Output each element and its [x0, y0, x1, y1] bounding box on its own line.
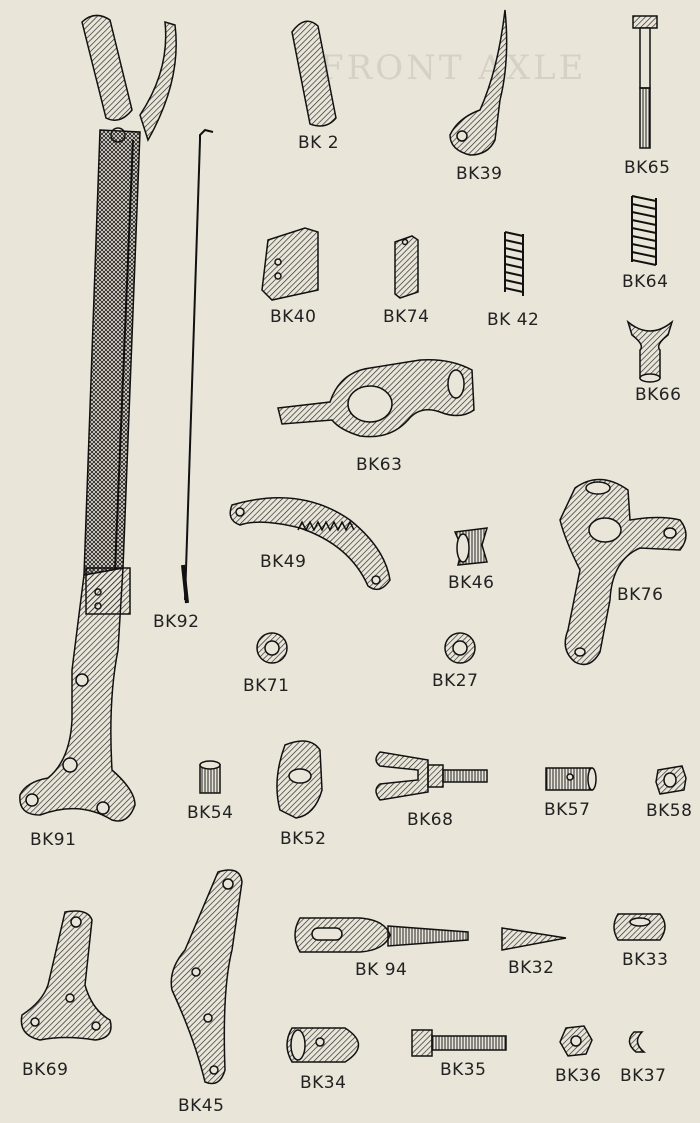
label-bk69: BK69 [22, 1060, 69, 1080]
part-bk33 [613, 913, 666, 941]
label-bk2: BK 2 [298, 133, 340, 153]
label-bk57: BK57 [544, 800, 591, 820]
label-bk68: BK68 [407, 810, 454, 830]
label-bk37: BK37 [620, 1066, 667, 1086]
label-bk27: BK27 [432, 671, 479, 691]
label-bk32: BK32 [508, 958, 555, 978]
part-bk32 [501, 927, 567, 951]
label-bk42: BK 42 [487, 310, 540, 330]
label-bk92: BK92 [153, 612, 200, 632]
label-bk49: BK49 [260, 552, 307, 572]
part-bk27 [444, 632, 476, 664]
part-bk94 [294, 917, 469, 953]
part-bk37 [628, 1031, 647, 1053]
label-bk33: BK33 [622, 950, 669, 970]
part-bk66 [626, 319, 674, 383]
part-bk58 [655, 765, 687, 795]
part-bk69 [20, 910, 112, 1041]
part-bk42-spring [504, 231, 524, 296]
part-bk2-grip [291, 20, 337, 127]
part-bk57 [545, 767, 597, 791]
show-through-text: FRONT AXLE [320, 48, 587, 88]
part-bk63 [277, 358, 475, 438]
part-bk35 [411, 1029, 507, 1057]
label-bk66: BK66 [635, 385, 682, 405]
label-bk63: BK63 [356, 455, 403, 475]
part-bk65-bolt [632, 15, 658, 149]
label-bk65: BK65 [624, 158, 671, 178]
label-bk71: BK71 [243, 676, 290, 696]
label-bk34: BK34 [300, 1073, 347, 1093]
part-bk91-lever [19, 14, 177, 822]
label-bk74: BK74 [383, 307, 430, 327]
part-bk68 [375, 751, 488, 801]
part-bk36 [559, 1025, 593, 1057]
part-bk46 [453, 527, 489, 566]
part-bk49 [229, 497, 391, 591]
label-bk58: BK58 [646, 801, 693, 821]
part-bk39 [449, 9, 508, 156]
part-bk52 [276, 740, 323, 819]
part-bk54 [199, 760, 221, 794]
part-bk34 [286, 1027, 360, 1063]
label-bk39: BK39 [456, 164, 503, 184]
label-bk46: BK46 [448, 573, 495, 593]
part-bk92-rod [181, 128, 214, 604]
label-bk40: BK40 [270, 307, 317, 327]
label-bk35: BK35 [440, 1060, 487, 1080]
part-bk76 [559, 478, 687, 666]
label-bk76: BK76 [617, 585, 664, 605]
label-bk52: BK52 [280, 829, 327, 849]
part-bk74 [394, 235, 419, 299]
part-bk64-spring [631, 195, 657, 266]
label-bk36: BK36 [555, 1066, 602, 1086]
label-bk64: BK64 [622, 272, 669, 292]
part-bk71 [256, 632, 288, 664]
label-bk94: BK 94 [355, 960, 408, 980]
part-bk40 [261, 227, 319, 301]
part-bk45 [170, 869, 243, 1085]
label-bk54: BK54 [187, 803, 234, 823]
label-bk45: BK45 [178, 1096, 225, 1116]
label-bk91: BK91 [30, 830, 77, 850]
